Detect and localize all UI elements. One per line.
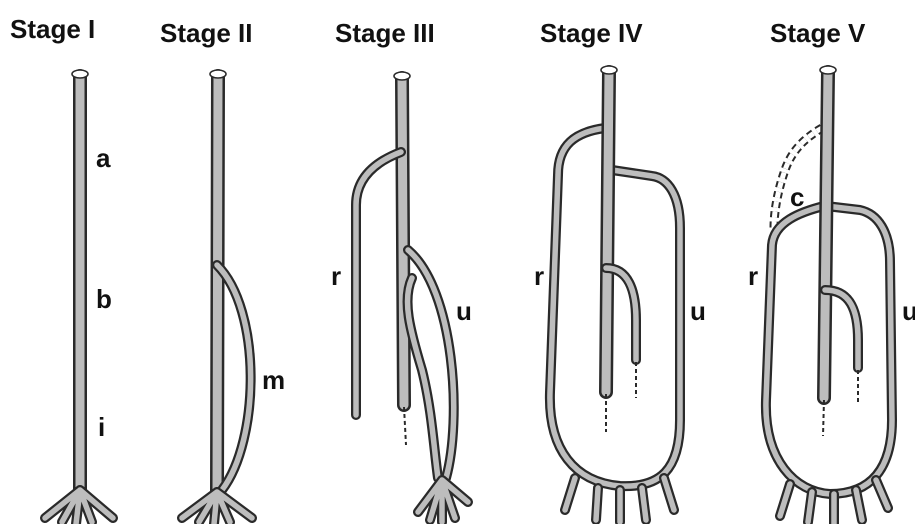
stage-1-label-a: a [96, 143, 110, 174]
stage-5-drawing [766, 66, 892, 524]
stage-3-label-r: r [331, 261, 341, 292]
stage-5-title: Stage V [770, 18, 865, 49]
stage-2-drawing [182, 70, 252, 524]
stage-1-title: Stage I [10, 14, 95, 45]
stage-5-label-r: r [748, 261, 758, 292]
stage-4-label-r: r [534, 261, 544, 292]
stage-3-root-fan [418, 480, 468, 522]
stage-2-root-fan [182, 492, 252, 524]
stage-1-label-i: i [98, 412, 105, 443]
stage-5-label-c: c [790, 182, 804, 213]
stage-1-label-b: b [96, 284, 112, 315]
stage-4-label-u: u [690, 296, 706, 327]
stage-3-label-u: u [456, 296, 472, 327]
stage-4-drawing [550, 66, 680, 522]
stage-4-title: Stage IV [540, 18, 643, 49]
stage-3-title: Stage III [335, 18, 435, 49]
stage-5-label-u: u [902, 296, 915, 327]
stage-1-root-fan [45, 490, 113, 524]
stage-2-title: Stage II [160, 18, 252, 49]
stage-3-drawing [356, 72, 468, 522]
stage-2-label-m: m [262, 365, 285, 396]
